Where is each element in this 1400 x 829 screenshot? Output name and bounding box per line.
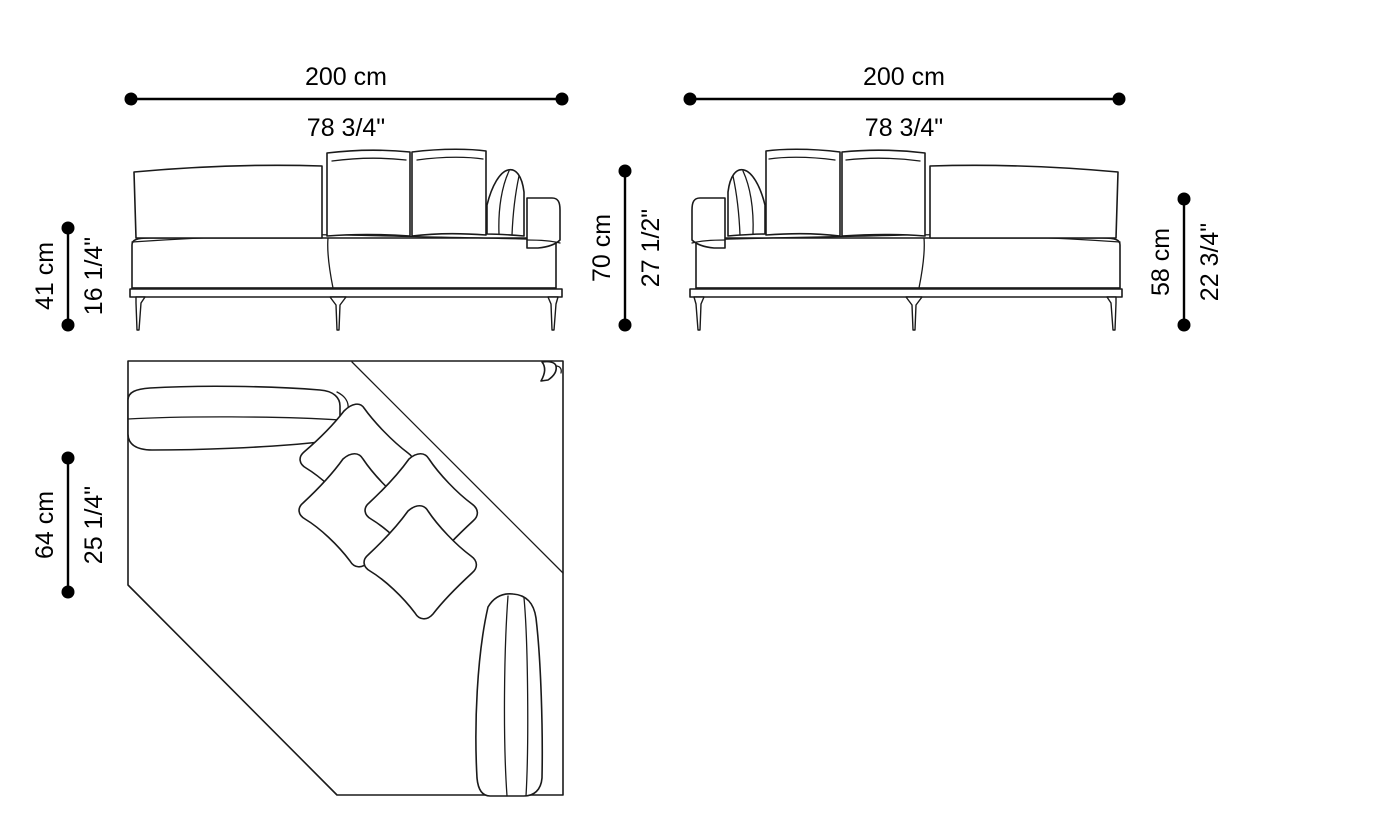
throw-pillow-2 (411, 148, 487, 237)
base-rail (689, 288, 1123, 298)
plan-bolster-bottom-right (475, 593, 544, 797)
plan-backrest-band (351, 361, 564, 574)
seat-base (131, 237, 557, 289)
angled-bolster-seam-1 (498, 170, 510, 235)
plan-bolster-bottom-right-seam (503, 595, 509, 797)
dimension-plan-depth: 64 cm 25 1/4" (31, 451, 108, 599)
angled-bolster-seam-2 (732, 175, 741, 236)
dimension-endpoint-dot (1177, 192, 1191, 206)
throw-pillow-1-inner (845, 157, 921, 162)
dimension-endpoint-dot (555, 92, 569, 106)
dimension-label-metric: 200 cm (863, 63, 945, 91)
back-cushion-long (133, 164, 323, 239)
dimension-label-metric: 200 cm (305, 63, 387, 91)
dimension-label-metric: 58 cm (1147, 228, 1175, 296)
dimension-top-right: 200 cm 78 3/4" (683, 63, 1126, 142)
dimension-label-metric: 64 cm (31, 491, 59, 559)
dimension-label-metric: 41 cm (31, 242, 59, 310)
leg-right (693, 296, 705, 331)
throw-pillow-1-inner (331, 157, 407, 162)
throw-pillow-2 (765, 148, 841, 237)
angled-bolster-seam-2 (511, 175, 520, 236)
plan-corner-detail (540, 360, 557, 382)
dimension-label-imperial: 22 3/4" (1196, 223, 1224, 301)
plan-view (127, 360, 564, 797)
armrest-inner-curve (691, 239, 726, 244)
dimension-right-back-height: 58 cm 22 3/4" (1147, 192, 1224, 332)
dimension-endpoint-dot (61, 221, 75, 235)
leg-right (547, 296, 559, 331)
throw-pillow-1 (841, 149, 926, 237)
dimension-endpoint-dot (618, 318, 632, 332)
leg-left (135, 296, 146, 331)
back-cushion-long (929, 164, 1119, 239)
throw-pillow-1 (326, 149, 411, 237)
right-elevation-view (689, 148, 1123, 331)
dimension-endpoint-dot (61, 585, 75, 599)
dimension-label-imperial: 27 1/2" (637, 209, 665, 287)
armrest-inner-curve (526, 239, 561, 244)
dimension-endpoint-dot (61, 318, 75, 332)
dimension-endpoint-dot (61, 451, 75, 465)
leg-center (905, 296, 923, 331)
dimension-label-imperial: 78 3/4" (865, 114, 943, 142)
throw-pillow-2-inner (768, 156, 836, 161)
leg-center (329, 296, 347, 331)
armrest (526, 197, 561, 249)
leg-left (1106, 296, 1117, 331)
plan-throw-pillow-4 (363, 504, 478, 620)
dimension-left-seat-height: 41 cm 16 1/4" (31, 221, 108, 332)
seat-cushion-division (918, 237, 925, 289)
armrest (691, 197, 726, 249)
dimension-label-imperial: 78 3/4" (307, 114, 385, 142)
seat-cushion-division (327, 237, 334, 289)
plan-body-outline (127, 360, 564, 796)
dimension-top-left: 200 cm 78 3/4" (124, 63, 569, 142)
seat-base (695, 237, 1121, 289)
dimension-label-imperial: 25 1/4" (80, 486, 108, 564)
dimension-center-total-height: 70 cm 27 1/2" (588, 164, 665, 332)
plan-bolster-bottom-right-edge (523, 597, 529, 797)
throw-pillow-2-inner (416, 156, 484, 161)
dimension-endpoint-dot (1112, 92, 1126, 106)
angled-bolster-seam-1 (742, 170, 754, 235)
left-elevation-view (129, 148, 563, 331)
dimension-endpoint-dot (618, 164, 632, 178)
base-rail (129, 288, 563, 298)
dimension-endpoint-dot (1177, 318, 1191, 332)
plan-bolster-top-left-seam (127, 416, 341, 421)
dimension-label-metric: 70 cm (588, 214, 616, 282)
dimension-endpoint-dot (683, 92, 697, 106)
dimension-label-imperial: 16 1/4" (80, 237, 108, 315)
plan-corner-detail-inner (555, 365, 562, 374)
angled-bolster-pillow (486, 168, 525, 237)
dimension-endpoint-dot (124, 92, 138, 106)
angled-bolster-pillow (727, 168, 766, 237)
